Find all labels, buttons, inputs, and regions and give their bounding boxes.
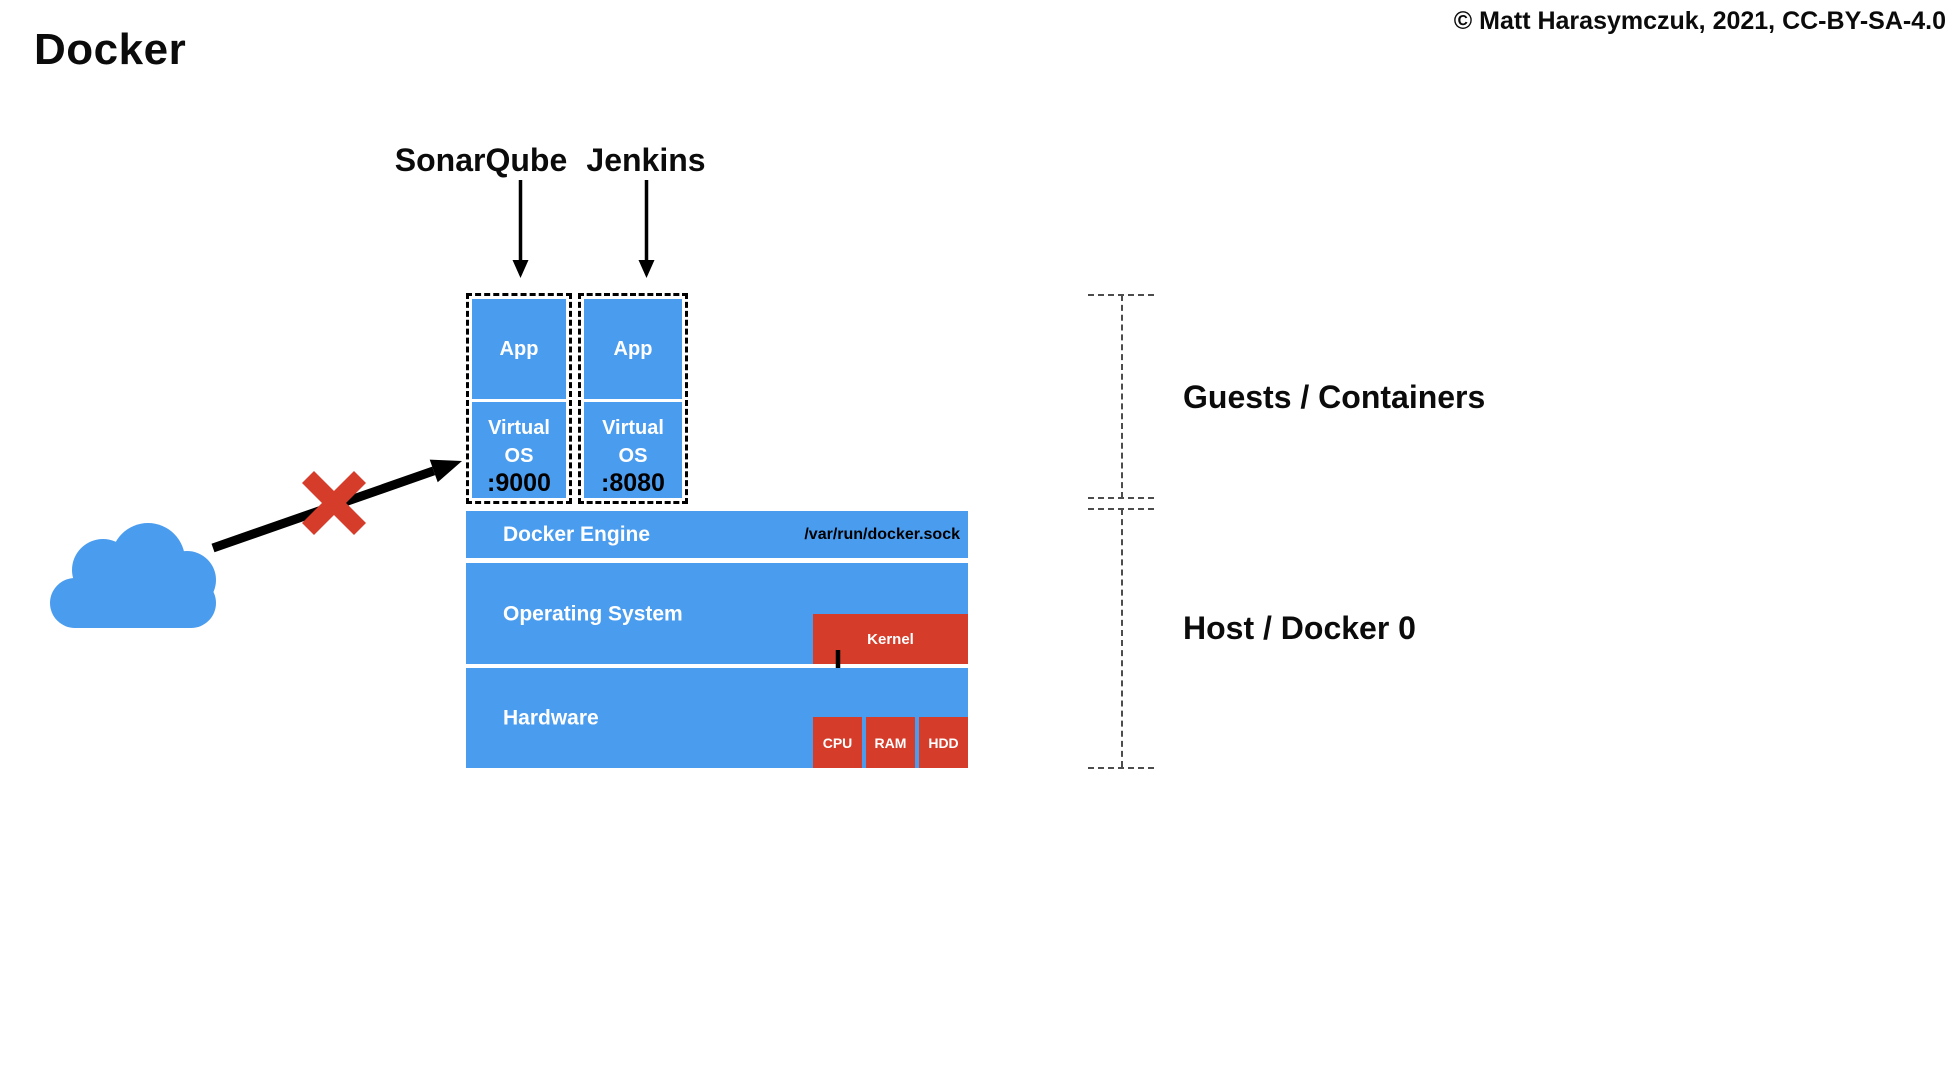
- virtual-os-label: Virtual: [602, 416, 664, 439]
- docker-engine-label: Docker Engine: [503, 522, 651, 546]
- ram-box: RAM: [866, 717, 915, 768]
- hdd-box: HDD: [919, 717, 968, 768]
- ram-label: RAM: [874, 734, 907, 751]
- cloud-icon: [50, 523, 216, 628]
- virtual-os-label: OS: [618, 444, 648, 467]
- app-block: App: [584, 299, 682, 399]
- kernel-box: Kernel: [813, 614, 968, 664]
- page-title: Docker: [34, 25, 187, 74]
- docker-socket-label: /var/run/docker.sock: [804, 525, 960, 543]
- docker-engine-bar: Docker Engine /var/run/docker.sock: [466, 511, 968, 558]
- app-block: App: [472, 299, 566, 399]
- virtual-os-block: Virtual OS :8080: [584, 402, 682, 498]
- operating-system-label: Operating System: [503, 601, 683, 625]
- kernel-label: Kernel: [867, 630, 914, 648]
- guests-bracket-line: [1121, 295, 1123, 498]
- virtual-os-label: OS: [504, 444, 534, 467]
- cpu-box: CPU: [813, 717, 862, 768]
- sonarqube-down-arrow-icon: [512, 180, 529, 278]
- port-label: :8080: [601, 468, 665, 497]
- host-docker0-label: Host / Docker 0: [1183, 610, 1416, 646]
- sonarqube-label: SonarQube: [394, 142, 568, 178]
- virtual-os-label: Virtual: [488, 416, 550, 439]
- virtual-os-block: Virtual OS :9000: [472, 402, 566, 498]
- hardware-bar: Hardware CPU RAM HDD: [466, 668, 968, 768]
- blocked-arrow-x-icon: [211, 459, 462, 553]
- app-label: App: [613, 337, 653, 360]
- operating-system-bar: Operating System Kernel: [466, 563, 968, 664]
- guests-containers-label: Guests / Containers: [1183, 379, 1486, 415]
- host-bracket-bottom-line: [1088, 767, 1154, 769]
- copyright-text: © Matt Harasymczuk, 2021, CC-BY-SA-4.0: [1453, 7, 1946, 35]
- hardware-label: Hardware: [503, 706, 599, 730]
- hdd-label: HDD: [928, 734, 959, 751]
- jenkins-label: Jenkins: [586, 142, 706, 178]
- cpu-label: CPU: [822, 734, 853, 751]
- host-bracket-line: [1121, 509, 1123, 767]
- container-box-jenkins: App Virtual OS :8080: [578, 293, 688, 504]
- x-mark-icon: [301, 470, 367, 536]
- port-label: :9000: [487, 468, 551, 497]
- container-box-sonarqube: App Virtual OS :9000: [466, 293, 572, 504]
- app-label: App: [499, 337, 539, 360]
- guests-bracket-bottom-line: [1088, 497, 1154, 499]
- jenkins-down-arrow-icon: [638, 180, 655, 278]
